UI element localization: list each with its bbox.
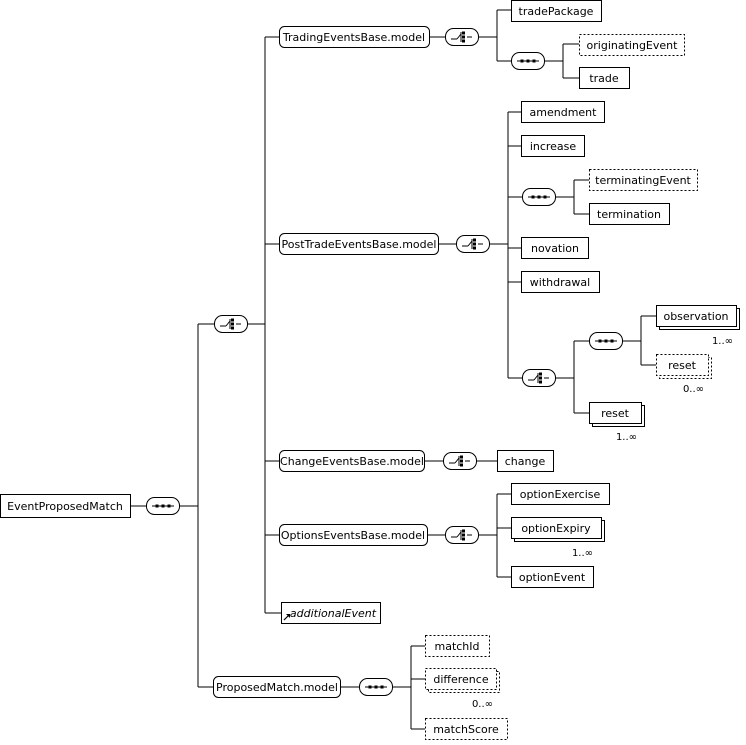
sequence-compositor-icon[interactable] xyxy=(146,497,180,515)
element-match-id[interactable]: matchId xyxy=(425,635,490,657)
occurrence-label: 1..∞ xyxy=(712,336,733,347)
element-trade[interactable]: trade xyxy=(579,67,630,89)
occurrence-label: 1..∞ xyxy=(572,548,593,559)
element-label: additionalEvent xyxy=(290,607,377,620)
element-label: termination xyxy=(597,208,661,221)
element-label: matchId xyxy=(434,640,479,653)
element-increase[interactable]: increase xyxy=(521,135,585,157)
choice-compositor-icon[interactable] xyxy=(445,526,479,544)
element-additional-event[interactable]: additionalEvent xyxy=(281,602,381,624)
element-label: optionExercise xyxy=(520,488,601,501)
sequence-compositor-icon[interactable] xyxy=(522,188,556,206)
group-options-events-base[interactable]: OptionsEventsBase.model xyxy=(279,524,428,546)
element-option-expiry[interactable]: optionExpiry 1..∞ xyxy=(511,517,605,560)
element-label: reset xyxy=(668,359,697,372)
element-label: observation xyxy=(663,310,728,323)
element-label: increase xyxy=(530,140,577,153)
element-novation[interactable]: novation xyxy=(521,237,589,259)
sequence-compositor-icon[interactable] xyxy=(359,678,393,696)
compositors xyxy=(146,28,623,696)
element-originating-event[interactable]: originatingEvent xyxy=(579,34,685,56)
choice-compositor-icon[interactable] xyxy=(445,28,479,46)
element-label: tradePackage xyxy=(519,5,594,18)
element-label: optionEvent xyxy=(519,571,586,584)
element-label: withdrawal xyxy=(530,276,590,289)
element-option-exercise[interactable]: optionExercise xyxy=(511,483,610,505)
element-label: change xyxy=(505,455,546,468)
element-change[interactable]: change xyxy=(497,450,554,472)
connector-lines xyxy=(131,9,656,730)
root-element-eventproposedmatch[interactable]: EventProposedMatch xyxy=(0,494,131,518)
group-label: ChangeEventsBase.model xyxy=(280,455,424,468)
element-label: novation xyxy=(531,242,579,255)
element-observation[interactable]: observation 1..∞ xyxy=(656,305,740,348)
root-element-label: EventProposedMatch xyxy=(7,500,123,513)
sequence-compositor-icon[interactable] xyxy=(589,332,623,350)
group-label: OptionsEventsBase.model xyxy=(281,529,425,542)
occurrence-label: 0..∞ xyxy=(472,699,493,710)
element-label: amendment xyxy=(530,106,598,119)
group-change-events-base[interactable]: ChangeEventsBase.model xyxy=(279,450,425,472)
element-match-score[interactable]: matchScore xyxy=(425,718,508,740)
element-label: reset xyxy=(601,407,630,420)
element-label: matchScore xyxy=(433,723,499,736)
sequence-compositor-icon[interactable] xyxy=(511,52,545,70)
occurrence-label: 0..∞ xyxy=(683,384,704,395)
choice-compositor-icon[interactable] xyxy=(522,369,556,387)
element-terminating-event[interactable]: terminatingEvent xyxy=(589,169,698,191)
occurrence-label: 1..∞ xyxy=(616,432,637,443)
group-label: TradingEventsBase.model xyxy=(282,31,425,44)
element-label: trade xyxy=(589,72,619,85)
group-label: ProposedMatch.model xyxy=(216,681,338,694)
reference-arrow-icon xyxy=(283,614,290,621)
element-label: terminatingEvent xyxy=(595,174,691,187)
group-post-trade-events-base[interactable]: PostTradeEventsBase.model xyxy=(279,233,439,255)
group-proposed-match[interactable]: ProposedMatch.model xyxy=(213,676,341,698)
group-label: PostTradeEventsBase.model xyxy=(282,238,437,251)
element-amendment[interactable]: amendment xyxy=(521,101,605,123)
element-option-event[interactable]: optionEvent xyxy=(511,566,594,588)
element-withdrawal[interactable]: withdrawal xyxy=(521,271,600,293)
element-reset[interactable]: reset 1..∞ xyxy=(589,402,645,444)
element-reset-optional[interactable]: reset 0..∞ xyxy=(656,354,712,396)
group-trading-events-base[interactable]: TradingEventsBase.model xyxy=(279,26,430,48)
element-label: difference xyxy=(433,673,488,686)
choice-compositor-icon[interactable] xyxy=(443,452,477,470)
element-label: originatingEvent xyxy=(587,39,679,52)
element-trade-package[interactable]: tradePackage xyxy=(511,0,602,22)
choice-compositor-icon[interactable] xyxy=(214,315,248,333)
choice-compositor-icon[interactable] xyxy=(456,235,490,253)
element-label: optionExpiry xyxy=(521,522,591,535)
element-difference[interactable]: difference 0..∞ xyxy=(425,668,500,711)
element-termination[interactable]: termination xyxy=(589,203,670,225)
